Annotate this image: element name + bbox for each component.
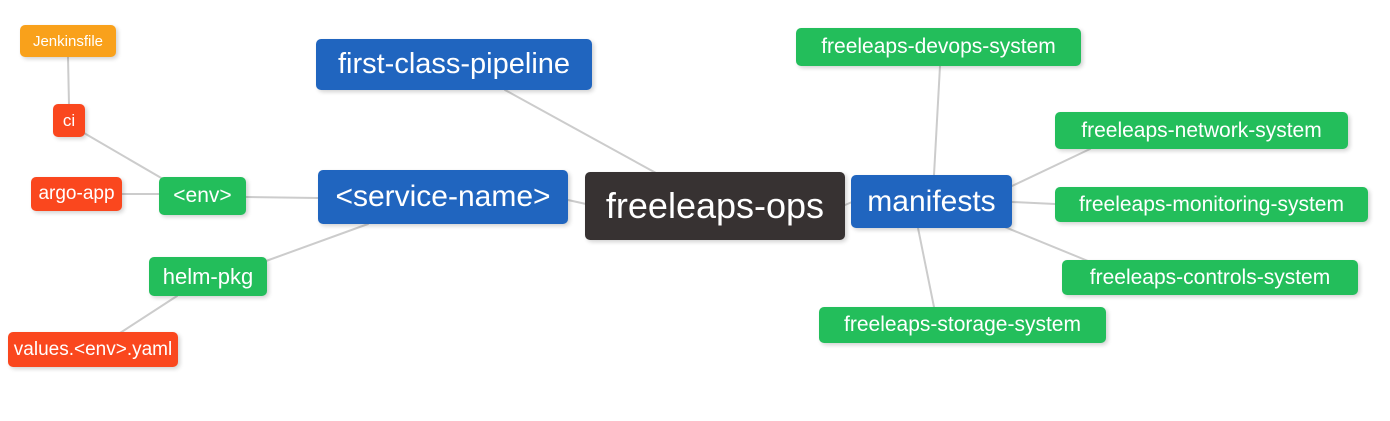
- edge-manifests-controls: [994, 222, 1089, 262]
- node-argo-app[interactable]: argo-app: [31, 177, 122, 211]
- edge-helmpkg-values: [119, 295, 178, 334]
- node-env[interactable]: <env>: [159, 177, 246, 215]
- node-freeleaps-ops[interactable]: freeleaps-ops: [585, 172, 845, 240]
- node-freeleaps-controls-system[interactable]: freeleaps-controls-system: [1062, 260, 1358, 295]
- edge-manifests-monitoring: [1011, 201, 1056, 205]
- edge-pipeline-root: [504, 89, 657, 174]
- node-helm-pkg[interactable]: helm-pkg: [149, 257, 267, 296]
- node-values-env-yaml[interactable]: values.<env>.yaml: [8, 332, 178, 367]
- edge-servicename-root: [567, 199, 587, 205]
- node-first-class-pipeline[interactable]: first-class-pipeline: [316, 39, 592, 90]
- edge-jenkinsfile-ci: [67, 56, 70, 106]
- node-manifests[interactable]: manifests: [851, 175, 1012, 228]
- node-service-name[interactable]: <service-name>: [318, 170, 568, 224]
- edge-manifests-devops: [933, 65, 941, 176]
- edge-root-manifests: [844, 201, 853, 206]
- node-freeleaps-storage-system[interactable]: freeleaps-storage-system: [819, 307, 1106, 343]
- node-freeleaps-monitoring-system[interactable]: freeleaps-monitoring-system: [1055, 187, 1368, 222]
- edge-manifests-network: [1011, 148, 1091, 187]
- node-freeleaps-devops-system[interactable]: freeleaps-devops-system: [796, 28, 1081, 66]
- edge-ci-env: [83, 132, 164, 180]
- edge-env-servicename: [245, 196, 319, 199]
- node-freeleaps-network-system[interactable]: freeleaps-network-system: [1055, 112, 1348, 149]
- node-ci[interactable]: ci: [53, 104, 85, 137]
- node-jenkinsfile[interactable]: Jenkinsfile: [20, 25, 116, 57]
- edge-manifests-storage: [917, 227, 935, 308]
- edge-servicename-helmpkg: [265, 223, 369, 262]
